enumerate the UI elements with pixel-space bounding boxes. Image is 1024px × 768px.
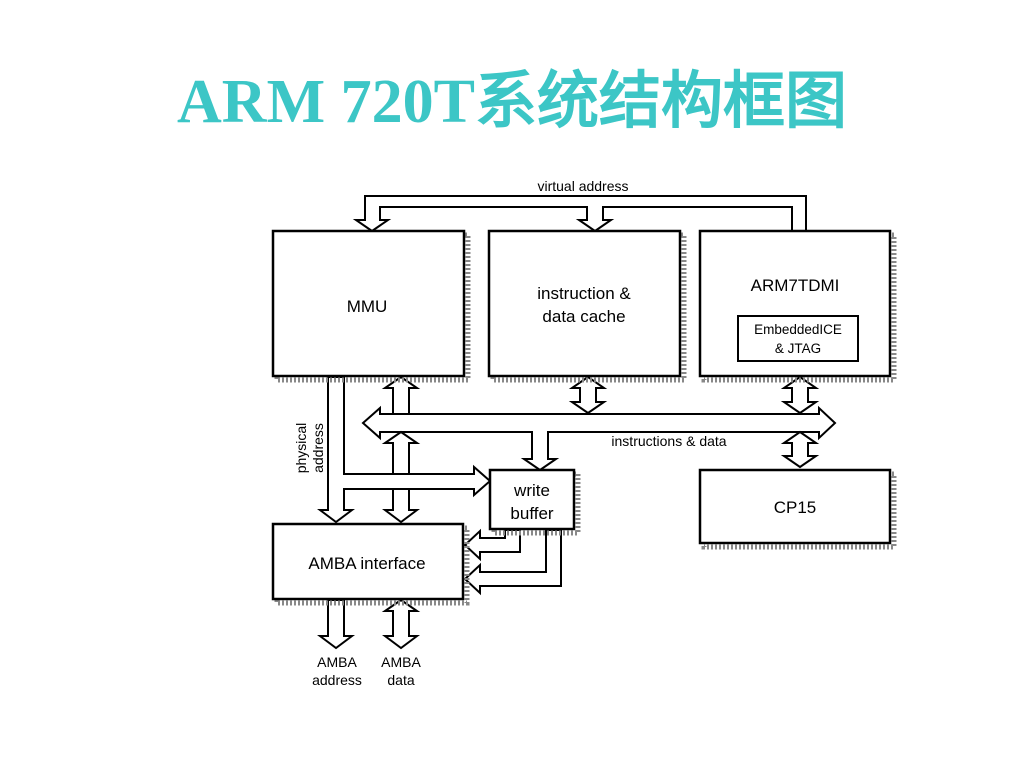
write-buffer-to-amba-2	[463, 529, 562, 596]
write-buffer-label-line2: buffer	[510, 504, 554, 523]
cpu-bus-arrow	[780, 375, 820, 415]
write-buffer-block: write buffer	[488, 468, 581, 536]
instruction-data-bus	[361, 405, 837, 472]
amba-data-arrow	[381, 598, 421, 650]
amba-address-label-line2: address	[312, 672, 362, 688]
physical-label-line2: address	[310, 423, 326, 473]
physical-label-line1: physical	[293, 423, 309, 474]
cache-block: instruction & data cache	[487, 229, 687, 383]
ice-label-line2: & JTAG	[775, 341, 821, 356]
slide-title: ARM 720T系统结构框图	[177, 68, 847, 136]
mmu-bus-up-arrow	[381, 375, 421, 415]
physical-address-label: physical address	[293, 423, 326, 474]
virtual-address-bus	[352, 195, 807, 233]
amba-interface-block: AMBA interface	[271, 522, 470, 606]
cp15-bus-arrow	[780, 430, 820, 469]
cache-label-line1: instruction &	[537, 284, 631, 303]
mmu-block: MMU	[271, 229, 471, 383]
cp15-block: CP15	[698, 468, 897, 550]
cache-label-line2: data cache	[542, 307, 625, 326]
write-buffer-label-line1: write	[513, 481, 550, 500]
ice-label-line1: EmbeddedICE	[754, 322, 842, 337]
amba-interface-label: AMBA interface	[308, 554, 425, 573]
amba-data-label-line1: AMBA	[381, 654, 421, 670]
cp15-label: CP15	[774, 498, 817, 517]
arm7tdmi-block: ARM7TDMI EmbeddedICE & JTAG	[698, 229, 897, 383]
instructions-data-label: instructions & data	[611, 433, 726, 449]
virtual-address-label: virtual address	[537, 178, 628, 194]
embeddedice-jtag-block: EmbeddedICE & JTAG	[737, 315, 859, 362]
amba-data-label-line2: data	[387, 672, 414, 688]
cpu-label: ARM7TDMI	[751, 276, 840, 295]
amba-address-label-line1: AMBA	[317, 654, 357, 670]
amba-address-arrow	[317, 599, 355, 650]
mmu-label: MMU	[347, 297, 388, 316]
cache-bus-arrow	[568, 375, 608, 415]
physical-address-bus	[317, 376, 492, 524]
